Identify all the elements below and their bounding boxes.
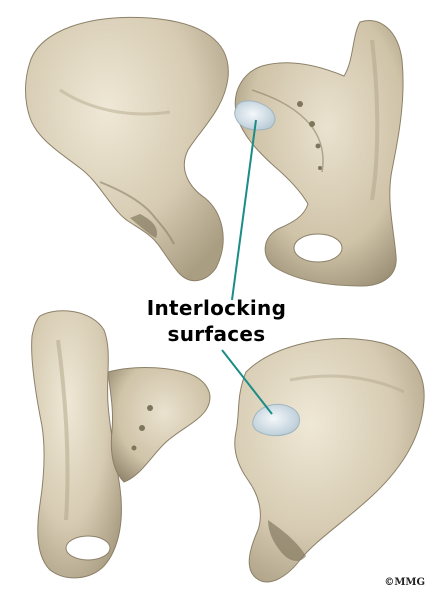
copyright-notice: ©MMG (384, 577, 425, 588)
ilium-top-left (26, 17, 229, 280)
sacrum-ilium-bottom-left (32, 311, 210, 578)
sacrum-ilium-top-right (235, 21, 403, 286)
callout-label-line-1: Interlocking (0, 296, 433, 320)
leader-line-top (232, 120, 256, 300)
ilium-bottom-right (235, 339, 424, 582)
callout-label-line-2: surfaces (0, 322, 433, 346)
